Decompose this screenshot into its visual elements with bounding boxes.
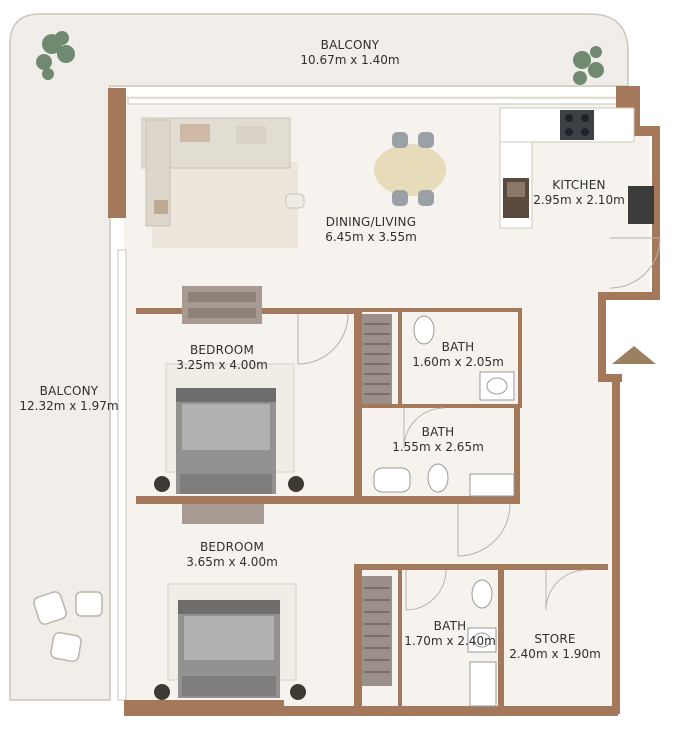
balcony-furniture bbox=[33, 591, 103, 663]
room-name: DINING/LIVING bbox=[325, 215, 417, 229]
room-name: BEDROOM bbox=[189, 343, 255, 357]
dresser bbox=[182, 286, 262, 324]
room-name: STORE bbox=[534, 632, 576, 646]
room-dimensions: 2.95m x 2.10m bbox=[533, 193, 625, 207]
room-label-bedroom-1: BEDROOM 3.25m x 4.00m bbox=[166, 343, 278, 373]
plant-icon bbox=[573, 46, 604, 85]
room-label-balcony-top: BALCONY 10.67m x 1.40m bbox=[280, 38, 420, 68]
room-dimensions: 3.25m x 4.00m bbox=[176, 358, 268, 372]
room-dimensions: 6.45m x 3.55m bbox=[325, 230, 417, 244]
fridge bbox=[628, 186, 654, 224]
room-dimensions: 1.60m x 2.05m bbox=[412, 355, 504, 369]
rug bbox=[152, 162, 298, 248]
room-label-bath-1: BATH 1.60m x 2.05m bbox=[408, 340, 508, 370]
room-dimensions: 1.70m x 2.40m bbox=[404, 634, 496, 648]
dining-table bbox=[374, 144, 446, 196]
window-strip-side bbox=[117, 249, 127, 701]
room-label-dining-living: DINING/LIVING 6.45m x 3.55m bbox=[306, 215, 436, 245]
room-label-balcony-side: BALCONY 12.32m x 1.97m bbox=[6, 384, 132, 414]
room-label-bath-2: BATH 1.55m x 2.65m bbox=[388, 425, 488, 455]
room-dimensions: 10.67m x 1.40m bbox=[300, 53, 400, 67]
room-label-kitchen: KITCHEN 2.95m x 2.10m bbox=[530, 178, 628, 208]
living-furniture bbox=[141, 117, 446, 248]
bedroom-1-furniture bbox=[154, 286, 304, 494]
room-name: BATH bbox=[421, 425, 455, 439]
room-label-bath-3: BATH 1.70m x 2.40m bbox=[400, 619, 500, 649]
kitchen-counters bbox=[499, 107, 654, 229]
room-dimensions: 3.65m x 4.00m bbox=[186, 555, 278, 569]
cooktop bbox=[560, 110, 594, 140]
side-table bbox=[154, 200, 168, 214]
room-dimensions: 2.40m x 1.90m bbox=[509, 647, 601, 661]
room-name: BATH bbox=[433, 619, 467, 633]
bedroom-2-furniture bbox=[154, 504, 306, 700]
balcony-area bbox=[9, 13, 629, 701]
room-name: BATH bbox=[441, 340, 475, 354]
room-dimensions: 12.32m x 1.97m bbox=[19, 399, 119, 413]
bath-fixtures bbox=[373, 315, 515, 707]
room-name: BALCONY bbox=[320, 38, 380, 52]
door-swings bbox=[297, 237, 661, 611]
outer-walls bbox=[108, 86, 660, 716]
wardrobes bbox=[362, 314, 392, 686]
plant-icon bbox=[36, 31, 75, 80]
room-label-bedroom-2: BEDROOM 3.65m x 4.00m bbox=[176, 540, 288, 570]
room-dimensions: 1.55m x 2.65m bbox=[392, 440, 484, 454]
entrance-arrow-icon bbox=[612, 346, 656, 364]
dresser-2 bbox=[182, 504, 264, 524]
room-name: BEDROOM bbox=[199, 540, 265, 554]
room-name: KITCHEN bbox=[552, 178, 606, 192]
window-strip-top bbox=[127, 97, 619, 105]
room-label-store: STORE 2.40m x 1.90m bbox=[504, 632, 606, 662]
wardrobe-hangers bbox=[364, 323, 390, 673]
room-name: BALCONY bbox=[39, 384, 99, 398]
